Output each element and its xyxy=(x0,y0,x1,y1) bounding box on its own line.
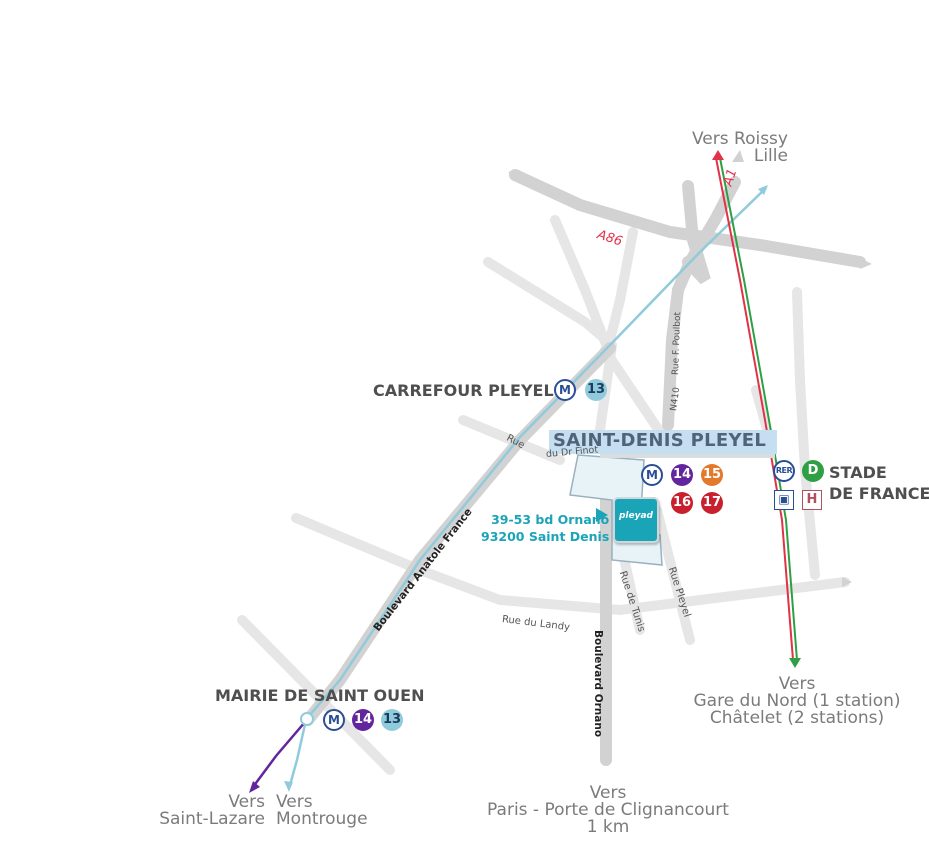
a86-arrow-left xyxy=(508,170,520,181)
address-label: 39-53 bd Ornano 93200 Saint Denis xyxy=(481,512,610,544)
carrefour-pleyel-metro-icon: M xyxy=(554,379,576,401)
pleyad-logo: pleyad xyxy=(613,497,659,543)
stade-de-france-name: STADE DE FRANCE xyxy=(829,463,929,503)
dest-gare-du-nord: Vers Gare du Nord (1 station) Châtelet (… xyxy=(693,674,901,728)
dest-roissy: Vers Roissy Lille xyxy=(692,129,788,166)
rer-d-arrow-bottom xyxy=(789,658,801,668)
ornano-label: Boulevard Ornano xyxy=(592,630,604,738)
hospital-icon: H xyxy=(802,490,822,510)
metro-14-arrow-bottom xyxy=(249,781,260,793)
rer-d-line xyxy=(715,157,798,661)
mairie-saint-ouen-line-14: 14 xyxy=(352,709,374,731)
saint-denis-pleyel-line-17: 17 xyxy=(701,492,723,514)
carrefour-pleyel-line-13: 13 xyxy=(585,379,607,401)
mairie-saint-ouen-node xyxy=(300,712,314,726)
saint-denis-pleyel-line-15: 15 xyxy=(701,464,723,486)
metro-13-line xyxy=(288,187,767,786)
saint-denis-pleyel-name: SAINT-DENIS PLEYEL xyxy=(553,430,767,451)
mairie-saint-ouen-metro-icon: M xyxy=(323,709,345,731)
a1-arrow-top xyxy=(732,150,744,162)
metro-13-arrow-top xyxy=(758,185,768,195)
rer-d-arrow-top xyxy=(712,150,724,160)
road-a86 xyxy=(509,169,866,268)
saint-denis-pleyel-banner xyxy=(549,430,777,454)
landy-arrow-right xyxy=(842,577,852,587)
road-a1-loop xyxy=(682,180,711,285)
dest-clignancourt: Vers Paris - Porte de Clignancourt 1 km xyxy=(487,783,729,837)
stade-de-france-rer-icon: RER xyxy=(773,460,795,482)
saint-denis-pleyel-banner-hatch xyxy=(600,454,775,458)
road-poulbot xyxy=(662,284,684,431)
stade-de-france-rer-d: D xyxy=(802,460,824,482)
saint-denis-pleyel-line-16: 16 xyxy=(671,492,693,514)
mairie-saint-ouen-name: MAIRIE DE SAINT OUEN xyxy=(215,686,425,705)
carrefour-pleyel-name: CARREFOUR PLEYEL xyxy=(373,381,554,400)
metro-14-line xyxy=(251,721,306,788)
metro-13-arrow-bottom xyxy=(284,781,293,792)
saint-denis-pleyel-line-14: 14 xyxy=(671,464,693,486)
tram-icon: ▣ xyxy=(774,490,794,510)
address-pointer xyxy=(596,508,608,522)
mairie-saint-ouen-line-13: 13 xyxy=(381,709,403,731)
dest-montrouge: Vers Montrouge xyxy=(276,792,368,829)
a86-arrow-right xyxy=(860,258,872,269)
dest-saint-lazare: Vers Saint-Lazare xyxy=(159,792,265,829)
saint-denis-pleyel-metro-icon: M xyxy=(641,464,663,486)
